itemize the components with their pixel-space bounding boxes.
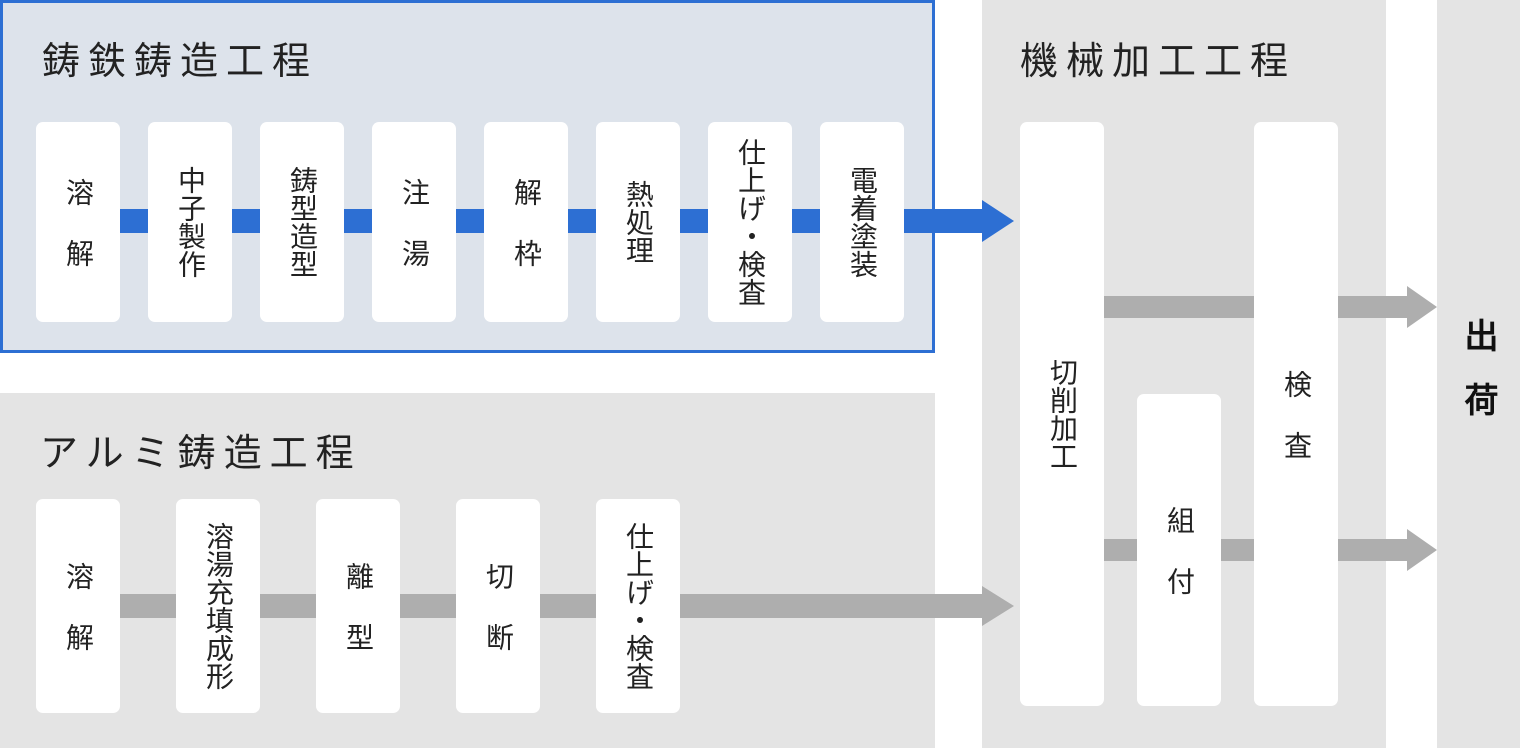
step-label: 注 湯 (398, 177, 431, 267)
aluminum-flow-arrowhead (982, 586, 1014, 626)
step-label: 溶湯充填成形 (202, 522, 235, 690)
cutting-to-shipping-arrowhead (1407, 286, 1437, 328)
machining-title: 機械加工工程 (1020, 39, 1297, 83)
iron-step-finishing-inspection: 仕上げ・検査 (708, 122, 792, 322)
iron-flow-arrowhead (982, 200, 1014, 242)
step-label: 切 断 (482, 561, 515, 651)
step-label: 検 査 (1280, 369, 1313, 459)
alu-step-demolding: 離 型 (316, 499, 400, 713)
iron-step-shakeout: 解 枠 (484, 122, 568, 322)
iron-casting-title: 鋳鉄鋳造工程 (42, 39, 319, 83)
step-label: 中子製作 (174, 166, 207, 278)
iron-step-core-making: 中子製作 (148, 122, 232, 322)
step-label: 離 型 (342, 561, 375, 651)
step-label: 溶 解 (62, 177, 95, 267)
aluminum-casting-title: アルミ鋳造工程 (40, 431, 362, 475)
machining-step-inspection: 検 査 (1254, 122, 1338, 706)
step-label: 解 枠 (510, 177, 543, 267)
iron-step-electrodeposition: 電着塗装 (820, 122, 904, 322)
alu-step-filling-forming: 溶湯充填成形 (176, 499, 260, 713)
iron-step-melting: 溶 解 (36, 122, 120, 322)
iron-step-heat-treatment: 熱処理 (596, 122, 680, 322)
alu-step-finishing-inspection: 仕上げ・検査 (596, 499, 680, 713)
machining-step-cutting: 切削加工 (1020, 122, 1104, 706)
step-label: 溶 解 (62, 561, 95, 651)
alu-step-cutting: 切 断 (456, 499, 540, 713)
step-label: 仕上げ・検査 (734, 138, 767, 306)
shipping-panel (1437, 0, 1520, 748)
machining-step-assembly: 組 付 (1137, 394, 1221, 706)
step-label: 鋳型造型 (286, 166, 319, 278)
step-label: 切削加工 (1046, 358, 1079, 470)
step-label: 電着塗装 (846, 166, 879, 278)
iron-step-pouring: 注 湯 (372, 122, 456, 322)
alu-step-melting: 溶 解 (36, 499, 120, 713)
step-label: 組 付 (1163, 505, 1196, 595)
shipping-label: 出荷 (1458, 318, 1498, 446)
step-label: 熱処理 (622, 180, 655, 264)
iron-step-molding: 鋳型造型 (260, 122, 344, 322)
assembly-to-shipping-arrowhead (1407, 529, 1437, 571)
step-label: 仕上げ・検査 (622, 522, 655, 690)
